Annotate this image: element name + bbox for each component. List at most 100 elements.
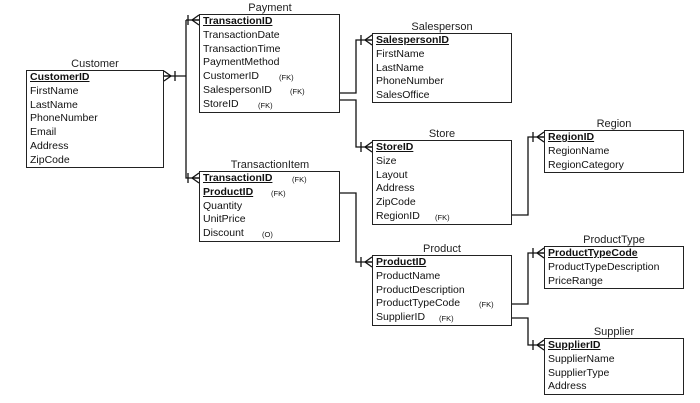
attribute-name: SalespersonID [203,83,272,96]
salesperson-attr-row: LastName [373,62,511,76]
payment-attr-row: PaymentMethod [200,56,339,70]
attribute-name: Address [376,182,415,195]
attribute-name: LastName [376,61,424,74]
attribute-tag: (O) [262,230,273,240]
producttype-entity-title: ProductType [583,234,645,246]
attribute-name: ProductTypeCode [376,297,461,310]
salesperson-entity-title: Salesperson [411,21,473,33]
transactionitem-attr-row: Quantity [200,200,339,214]
attribute-name: PhoneNumber [30,112,98,125]
attribute-name: FirstName [376,47,425,60]
attribute-name: Address [30,139,69,152]
customer-attr-row: Address [27,140,163,154]
attribute-name: ProductDescription [376,283,465,296]
payment-store-line [340,99,372,148]
producttype-attr-row: PriceRange [545,275,683,289]
attribute-name: SupplierName [548,352,615,365]
attribute-name: PaymentMethod [203,56,280,69]
customer-attr-row: FirstName [27,85,163,99]
attribute-tag: (FK) [271,188,286,198]
attribute-name: ProductTypeCode [548,247,638,259]
producttype-attr-row: ProductTypeCode [545,247,683,261]
attribute-name: TransactionDate [203,28,280,41]
attribute-name: RegionName [548,144,610,157]
attribute-name: SupplierID [376,311,426,324]
attribute-name: CustomerID [203,70,260,83]
attribute-name: FirstName [30,84,79,97]
transactionitem-attr-row: UnitPrice [200,213,339,227]
product-attr-row: ProductID [373,256,511,270]
product-attr-row: ProductName [373,270,511,284]
attribute-name: PriceRange [548,274,603,287]
store-attr-row: Address [373,182,511,196]
customer-attr-row: Email [27,126,163,140]
attribute-name: ProductID [203,185,254,198]
store-attr-row: StoreID [373,141,511,155]
store-attr-row: RegionID (FK) [373,210,511,224]
attribute-tag: (FK) [279,73,294,83]
attribute-name: StoreID [376,141,414,153]
customer-entity-title: Customer [71,58,119,70]
attribute-name: CustomerID [30,71,90,83]
customer-crowfoot [163,70,176,82]
attribute-tag: (FK) [435,212,450,222]
region-attr-row: RegionName [545,145,683,159]
product-attr-row: ProductDescription [373,284,511,298]
product-crowfoot [360,256,373,268]
attribute-name: ProductID [376,256,427,268]
supplier-attr-row: Address [545,380,683,394]
producttype-crowfoot [532,247,545,259]
attribute-name: PhoneNumber [376,75,444,88]
product-supplier-line [512,317,544,346]
attribute-tag: (FK) [292,175,307,184]
attribute-name: ProductTypeDescription [548,260,660,273]
attribute-name: Layout [376,168,408,181]
attribute-name: Quantity [203,199,243,212]
attribute-name: Email [30,126,57,139]
attribute-name: SupplierType [548,366,610,379]
attribute-name: RegionCategory [548,158,624,171]
customer-attr-row: CustomerID [27,71,163,85]
attribute-name: RegionID [376,209,420,222]
attribute-name: TransactionTime [203,42,281,55]
attribute-tag: (FK) [439,314,454,324]
salesperson-attr-row: FirstName [373,48,511,62]
transactionitem-attr-row: ProductID (FK) [200,186,339,200]
attribute-name: ProductName [376,269,441,282]
region-crowfoot [532,131,545,143]
transactionitem-attr-row: Discount(O) [200,227,339,241]
payment-attr-row: TransactionDate [200,29,339,43]
payment-attr-row: SalespersonID(FK) [200,84,339,98]
payment-attr-row: TransactionID [200,15,339,29]
supplier-attr-row: SupplierType [545,367,683,381]
store-entity-title: Store [428,128,456,140]
salesperson-attr-row: SalespersonID [373,34,511,48]
region-attr-row: RegionCategory [545,159,683,173]
supplier-attr-row: SupplierID [545,339,683,353]
region-attr-row: RegionID [545,131,683,145]
producttype-attr-row: ProductTypeDescription [545,261,683,275]
attribute-tag: (FK) [479,300,494,310]
transactionitem-entity-title: TransactionItem [230,159,310,171]
product-entity-title: Product [423,243,461,255]
payment-salesperson-line [340,39,372,94]
store-crowfoot [360,141,373,153]
transactionitem-crowfoot [187,172,200,184]
attribute-name: SalespersonID [376,34,449,46]
attribute-name: ZipCode [376,196,416,209]
customer-attr-row: LastName [27,99,163,113]
attribute-name: TransactionID [203,15,273,27]
payment-entity-title: Payment [248,2,292,14]
attribute-name: TransactionID [203,172,273,184]
product-attr-row: ProductTypeCode (FK) [373,297,511,311]
transactionitem-product-line [340,192,372,263]
product-producttype-line [512,252,544,305]
supplier-crowfoot [532,339,545,351]
